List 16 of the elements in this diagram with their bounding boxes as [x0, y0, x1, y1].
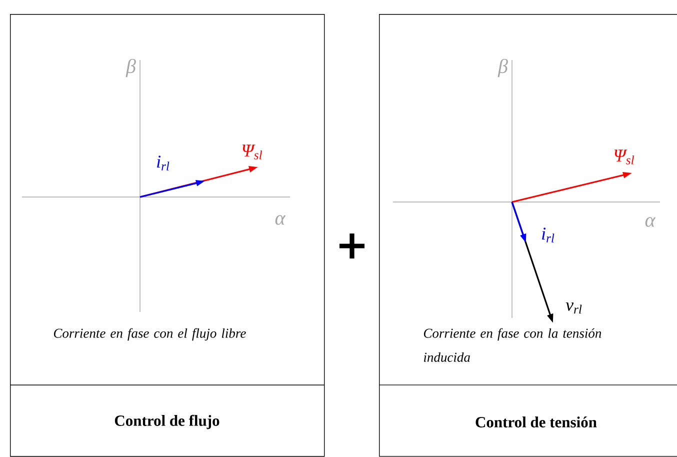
vector-label: i$_{rl}$	[157, 156, 170, 170]
panel-title: Control de tensión	[476, 416, 597, 428]
panel-title: Control de flujo	[114, 414, 220, 430]
vector-label: Ψ$_{sl}$	[242, 144, 262, 160]
axis-label: β	[498, 58, 508, 78]
vector-label: Ψ$_{sl}$	[614, 150, 634, 164]
vector-label: v$_{rl}$	[566, 302, 582, 314]
axis-label: α	[275, 215, 286, 225]
caption-text: Corriente en fase con el flujo libre	[54, 328, 246, 341]
caption-text: Corriente en fase con la tensión inducida	[424, 328, 602, 362]
panel	[378, 14, 677, 457]
axis-label: β	[126, 58, 136, 78]
panel	[10, 14, 325, 457]
axis-label: α	[645, 217, 656, 227]
vector-label: i$_{rl}$	[542, 228, 554, 242]
plus-sign: +	[339, 233, 364, 259]
